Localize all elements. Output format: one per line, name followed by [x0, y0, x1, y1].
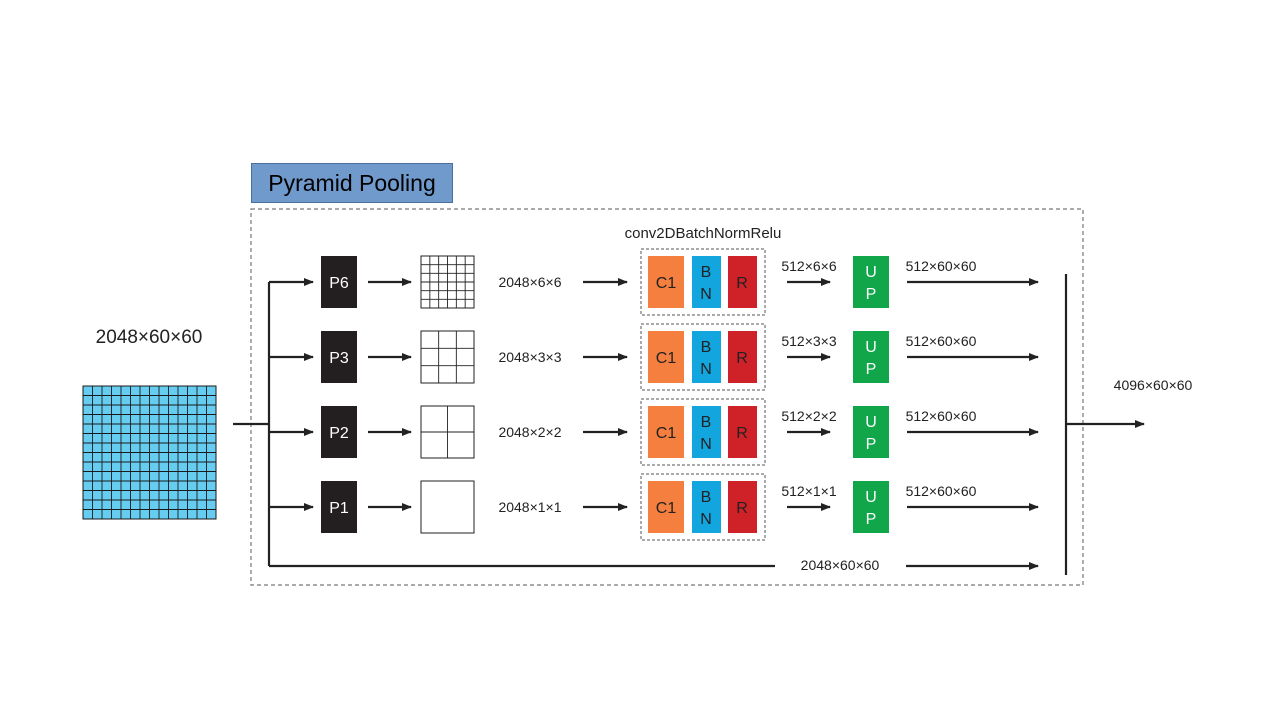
pooled-grid-border: [420, 330, 475, 384]
upsample-block: [853, 256, 889, 308]
branch-p2: P2 2048×2×2 C1 BN R 512×2×2 UP 512×60×60: [269, 398, 1039, 466]
upsample-label-bottom: P: [866, 286, 877, 303]
upsampled-size-label: 512×60×60: [906, 483, 977, 499]
conv-block: [648, 256, 684, 308]
upsample-label-bottom: P: [866, 436, 877, 453]
batchnorm-label-bottom: N: [700, 361, 712, 378]
relu-label: R: [736, 425, 748, 442]
branch-p1: P1 2048×1×1 C1 BN R 512×1×1 UP 512×60×60: [269, 473, 1039, 541]
batchnorm-label-top: B: [701, 264, 712, 281]
pooled-size-label: 2048×2×2: [498, 424, 561, 440]
upsample-label-bottom: P: [866, 361, 877, 378]
conv-block: [648, 481, 684, 533]
relu-block: [728, 406, 757, 458]
pool-block: [321, 481, 357, 533]
reduced-size-label: 512×3×3: [781, 333, 836, 349]
reduced-size-label: 512×1×1: [781, 483, 836, 499]
batchnorm-label-top: B: [701, 489, 712, 506]
pool-block: [321, 256, 357, 308]
pool-label: P6: [329, 275, 349, 292]
pool-label: P1: [329, 500, 349, 517]
relu-label: R: [736, 350, 748, 367]
conv-bn-relu-group: [640, 473, 766, 541]
pool-block: [321, 406, 357, 458]
branch-p3: P3 2048×3×3 C1 BN R 512×3×3 UP 512×60×60: [269, 323, 1039, 391]
upsample-label-top: U: [865, 264, 877, 281]
pool-label: P3: [329, 350, 349, 367]
pooled-size-label: 2048×1×1: [498, 499, 561, 515]
batchnorm-label-top: B: [701, 414, 712, 431]
reduced-size-label: 512×6×6: [781, 258, 836, 274]
upsample-label-top: U: [865, 339, 877, 356]
batchnorm-block: [692, 481, 721, 533]
conv-block: [648, 406, 684, 458]
connectors: [233, 274, 1145, 575]
upsample-block: [853, 481, 889, 533]
skip-size-label: 2048×60×60: [801, 557, 880, 573]
upsample-label-top: U: [865, 414, 877, 431]
relu-block: [728, 331, 757, 383]
relu-block: [728, 481, 757, 533]
upsampled-size-label: 512×60×60: [906, 258, 977, 274]
upsampled-size-label: 512×60×60: [906, 333, 977, 349]
batchnorm-block: [692, 406, 721, 458]
batchnorm-label-bottom: N: [700, 511, 712, 528]
relu-block: [728, 256, 757, 308]
conv-label: C1: [656, 275, 677, 292]
batchnorm-label-bottom: N: [700, 286, 712, 303]
conv-label: C1: [656, 425, 677, 442]
conv-label: C1: [656, 350, 677, 367]
relu-label: R: [736, 500, 748, 517]
upsample-label-bottom: P: [866, 511, 877, 528]
upsampled-size-label: 512×60×60: [906, 408, 977, 424]
batchnorm-block: [692, 256, 721, 308]
upsample-block: [853, 406, 889, 458]
branch-p6: P6 2048×6×6 C1 BN R 512×6×6 UP 512×60×60: [269, 248, 1039, 316]
conv-label: C1: [656, 500, 677, 517]
input-size-label: 2048×60×60: [96, 327, 203, 348]
pooled-grid-border: [420, 480, 475, 534]
upsample-block: [853, 331, 889, 383]
reduced-size-label: 512×2×2: [781, 408, 836, 424]
pyramid-pooling-title: Pyramid Pooling: [251, 163, 453, 203]
upsample-label-top: U: [865, 489, 877, 506]
conv-block-label: conv2DBatchNormRelu: [625, 225, 782, 242]
conv-bn-relu-group: [640, 248, 766, 316]
conv-bn-relu-group: [640, 398, 766, 466]
pyramid-pooling-frame: [250, 208, 1084, 586]
relu-label: R: [736, 275, 748, 292]
batchnorm-label-top: B: [701, 339, 712, 356]
conv-block: [648, 331, 684, 383]
batchnorm-block: [692, 331, 721, 383]
pooled-size-label: 2048×3×3: [498, 349, 561, 365]
pooled-size-label: 2048×6×6: [498, 274, 561, 290]
input-feature-map: [82, 385, 217, 520]
conv-bn-relu-group: [640, 323, 766, 391]
batchnorm-label-bottom: N: [700, 436, 712, 453]
output-size-label: 4096×60×60: [1114, 377, 1193, 393]
pool-block: [321, 331, 357, 383]
pool-label: P2: [329, 425, 349, 442]
